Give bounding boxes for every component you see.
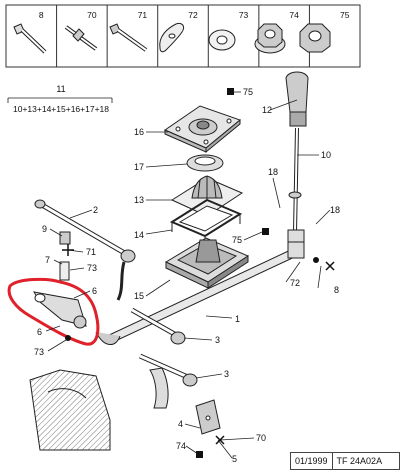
callout-3: 3 — [215, 335, 220, 345]
callout-74: 74 — [176, 441, 186, 451]
markers — [62, 88, 335, 458]
callout-18: 18 — [268, 167, 278, 177]
part-number-74: 74 — [289, 10, 299, 20]
seal-ring — [186, 154, 224, 172]
marker-square-icon — [196, 451, 203, 458]
part-number-73: 73 — [239, 10, 249, 20]
mount-plate — [163, 105, 242, 154]
gearbox-housing — [29, 369, 111, 451]
parts-header-strip: 8 70 71 72 73 74 75 — [5, 4, 361, 68]
bolt-icon — [13, 23, 47, 54]
callout-13: 13 — [134, 195, 144, 205]
gear-lever-rod — [287, 127, 305, 251]
kit-label: 11 10+13+14+15+16+17+18 — [7, 84, 113, 114]
flange-nut-icon — [254, 23, 286, 54]
main-shift-rod — [95, 241, 305, 345]
gaiter-boot — [170, 175, 244, 217]
drawing-reference-box: 01/1999 TF 24A02A — [290, 452, 400, 470]
part-number-8: 8 — [39, 10, 44, 20]
rod-2 — [34, 199, 136, 301]
part-number-72: 72 — [188, 10, 198, 20]
part-number-75: 75 — [340, 10, 350, 20]
callout-3: 3 — [224, 369, 229, 379]
callout-75: 75 — [232, 235, 242, 245]
callout-1: 1 — [235, 314, 240, 324]
callout-4: 4 — [178, 419, 183, 429]
marker-cross-icon — [215, 435, 225, 445]
callout-18: 18 — [330, 205, 340, 215]
gear-knob — [285, 71, 309, 127]
callout-73: 73 — [87, 263, 97, 273]
callout-9: 9 — [42, 224, 47, 234]
shift-base — [164, 237, 250, 289]
lower-bracket — [149, 367, 221, 435]
washer-icon — [208, 29, 236, 51]
callout-75: 75 — [243, 87, 253, 97]
marker-square-icon — [227, 88, 234, 95]
callout-72: 72 — [290, 278, 300, 288]
callout-6: 6 — [92, 286, 97, 296]
highlight-outline — [7, 277, 100, 346]
relay-lever — [33, 231, 87, 329]
bracket-clip-icon — [159, 23, 185, 53]
marker-cross-icon — [62, 244, 74, 256]
part-number-71: 71 — [138, 10, 148, 20]
callout-5: 5 — [232, 454, 237, 464]
callout-16: 16 — [134, 127, 144, 137]
callout-73: 73 — [34, 347, 44, 357]
callout-71: 71 — [86, 247, 96, 257]
marker-dot-icon — [313, 257, 319, 263]
callout-7: 7 — [45, 255, 50, 265]
callout-17: 17 — [134, 162, 144, 172]
rod-3-upper — [130, 307, 186, 345]
drawing-reference: TF 24A02A — [336, 456, 383, 466]
marker-cross-icon — [325, 261, 335, 271]
screw-icon — [109, 23, 148, 52]
part-number-70: 70 — [87, 10, 97, 20]
leader-lines — [45, 91, 331, 459]
footer-divider — [331, 453, 333, 469]
stud-icon — [64, 25, 98, 51]
marker-square-icon — [262, 228, 269, 235]
callout-70: 70 — [256, 433, 266, 443]
callout-15: 15 — [134, 291, 144, 301]
marker-dot-icon — [65, 335, 71, 341]
callout-10: 10 — [321, 150, 331, 160]
callout-12: 12 — [262, 105, 272, 115]
kit-components: 10+13+14+15+16+17+18 — [13, 104, 109, 114]
callout-2: 2 — [93, 205, 98, 215]
drawing-date: 01/1999 — [295, 456, 328, 466]
callout-8: 8 — [334, 285, 339, 295]
kit-number: 11 — [56, 84, 65, 94]
callout-6: 6 — [37, 327, 42, 337]
callout-labels: 75 12 16 17 10 13 18 18 2 14 75 9 71 7 7… — [34, 87, 340, 464]
hex-nut-icon — [299, 23, 331, 53]
rod-3-lower — [138, 353, 198, 387]
callout-14: 14 — [134, 230, 144, 240]
